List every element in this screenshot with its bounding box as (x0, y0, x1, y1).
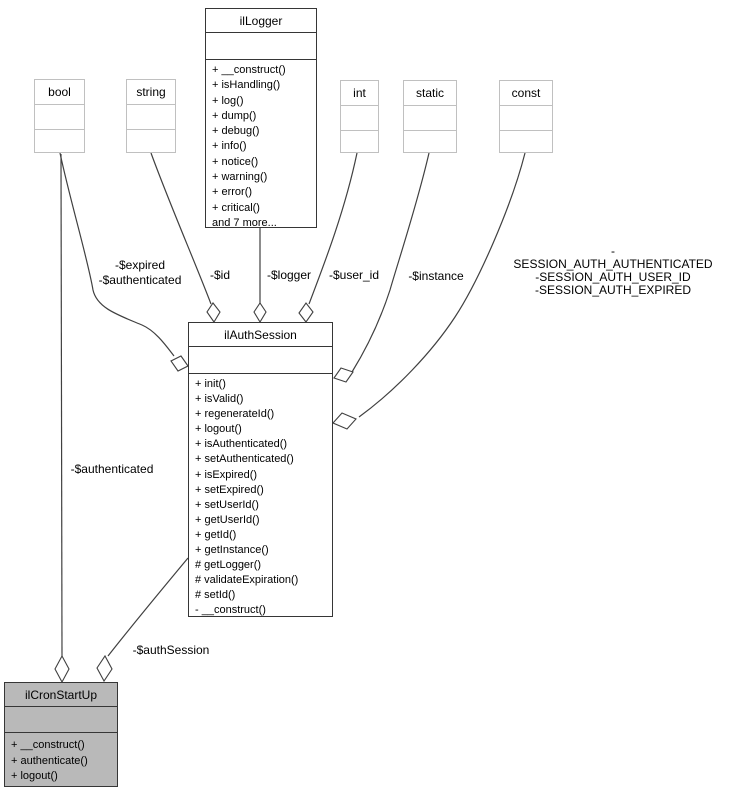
edge-bool-authsession (59, 152, 175, 357)
method-label: + logout() (11, 770, 58, 782)
aggregation-diamond (332, 412, 357, 430)
method-label: + isAuthenticated() (195, 438, 288, 451)
method-label: + notice() (212, 155, 259, 168)
edge-label-auth-session: -$authSession (132, 643, 210, 657)
class-box-ilauthsession[interactable]: ilAuthSession + init() + isValid() + reg… (188, 322, 333, 617)
type-box-string: string (126, 79, 176, 153)
edge-const-authsession (358, 152, 526, 418)
method-label: + log() (212, 94, 244, 107)
type-title: bool (35, 80, 84, 105)
type-title: int (341, 81, 378, 106)
method-label: + debug() (212, 125, 260, 138)
empty-compartment (500, 106, 552, 131)
method-label: + authenticate() (11, 754, 88, 767)
edge-int-authsession (308, 152, 358, 305)
class-box-illogger[interactable]: ilLogger + __construct() + isHandling() … (205, 8, 317, 231)
aggregation-diamond (298, 302, 314, 323)
class-title[interactable]: ilAuthSession (189, 323, 332, 347)
method-label: + getId() (195, 528, 237, 541)
method-label: + isValid() (195, 393, 244, 406)
class-title[interactable]: ilLogger (206, 9, 316, 33)
edge-label-authenticated: -$authenticated (70, 462, 154, 476)
methods-compartment: + __construct() + isHandling() + log() +… (206, 60, 316, 231)
method-label: and 7 more... (212, 216, 277, 229)
method-label: + dump() (212, 109, 257, 122)
method-label: # getLogger() (195, 559, 262, 572)
method-label: + warning() (212, 171, 268, 184)
method-label: + info() (212, 140, 247, 153)
methods-compartment: + __construct() + authenticate() + logou… (5, 733, 117, 785)
edge-label-user-id: -$user_id (328, 268, 380, 282)
edge-static-authsession (351, 152, 430, 373)
edge-label-expired-authenticated: -$expired -$authenticated (98, 258, 182, 287)
methods-compartment: + init() + isValid() + regenerateId() + … (189, 374, 332, 619)
method-label: + getUserId() (195, 513, 260, 526)
method-label: + setAuthenticated() (195, 453, 294, 466)
aggregation-diamond (170, 355, 189, 372)
type-title: static (404, 81, 456, 106)
edge-label-id: -$id (209, 268, 231, 282)
type-box-static: static (403, 80, 457, 153)
method-label: + __construct() (212, 64, 286, 76)
edge-authsession-cronstartup (107, 557, 189, 657)
aggregation-diamond (333, 367, 354, 383)
method-label: # setId() (195, 589, 236, 602)
type-box-bool: bool (34, 79, 85, 153)
type-box-int: int (340, 80, 379, 153)
empty-compartment (341, 106, 378, 131)
method-label: + regenerateId() (195, 408, 275, 421)
edge-string-authsession (150, 152, 212, 305)
attributes-compartment (189, 347, 332, 374)
aggregation-diamond (54, 654, 70, 684)
method-label: # validateExpiration() (195, 574, 299, 587)
method-label: - __construct() (195, 604, 266, 617)
edge-bool-cronstartup (60, 153, 63, 657)
empty-compartment (35, 105, 84, 130)
attributes-compartment (206, 33, 316, 60)
type-title: const (500, 81, 552, 106)
empty-compartment (404, 106, 456, 131)
aggregation-diamond (253, 302, 267, 324)
edge-label-session-constants: -SESSION_AUTH_AUTHENTICATED -SESSION_AUT… (513, 244, 713, 297)
aggregation-diamond (96, 654, 113, 683)
method-label: + getInstance() (195, 544, 269, 557)
method-label: + critical() (212, 201, 260, 214)
method-label: + isHandling() (212, 79, 281, 92)
type-title: string (127, 80, 175, 105)
method-label: + logout() (195, 423, 242, 436)
edge-label-instance: -$instance (408, 269, 464, 283)
method-label: + __construct() (11, 739, 85, 751)
method-label: + isExpired() (195, 468, 258, 481)
method-label: + error() (212, 186, 253, 199)
empty-compartment (127, 105, 175, 130)
attributes-compartment (5, 707, 117, 733)
type-box-const: const (499, 80, 553, 153)
method-label: + init() (195, 378, 226, 390)
aggregation-diamond (206, 302, 221, 324)
class-title: ilCronStartUp (5, 683, 117, 707)
method-label: + setUserId() (195, 498, 259, 511)
edge-label-logger: -$logger (266, 268, 312, 282)
method-label: + setExpired() (195, 483, 264, 496)
class-box-ilcronstartup: ilCronStartUp + __construct() + authenti… (4, 682, 118, 787)
